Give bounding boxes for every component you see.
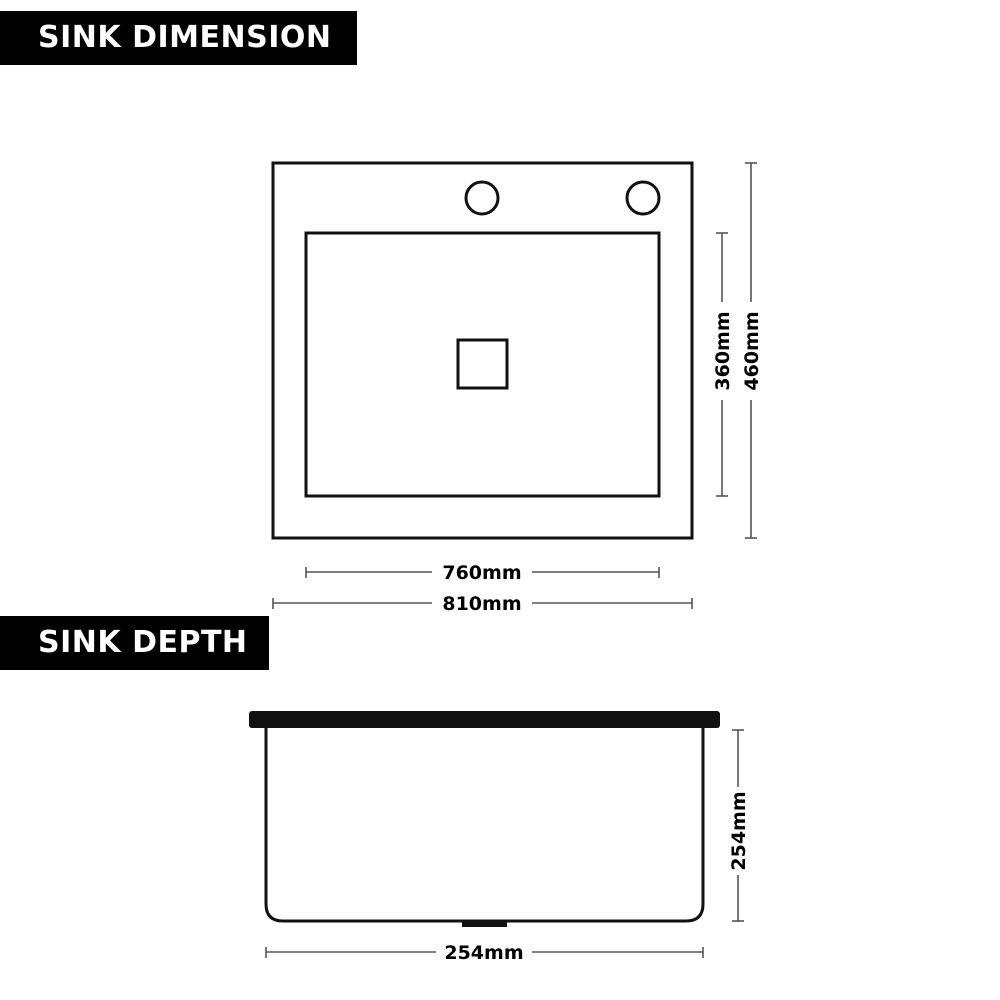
depth-height-label: 254mm (728, 791, 750, 870)
sink-bowl-outline (304, 231, 661, 498)
overall-width-dimension: 810mm (272, 593, 693, 615)
sink-dimension-banner: SINK DIMENSION (0, 11, 357, 65)
sink-depth-banner: SINK DEPTH (0, 616, 269, 670)
faucet-hole-right-icon (625, 180, 661, 216)
sink-outer-outline (271, 161, 694, 540)
overall-length-label: 460mm (741, 311, 763, 390)
overall-length-dimension: 460mm (741, 162, 763, 539)
depth-height-dimension: 254mm (728, 729, 750, 922)
bowl-length-label: 360mm (712, 311, 734, 390)
sink-basin-profile (264, 728, 705, 923)
drain-square-icon (456, 338, 509, 390)
sink-dimension-title: SINK DIMENSION (38, 20, 332, 55)
depth-width-label: 254mm (444, 942, 523, 964)
faucet-hole-left-icon (464, 180, 500, 216)
overall-width-label: 810mm (442, 593, 521, 615)
depth-width-dimension: 254mm (265, 942, 704, 964)
sink-depth-title: SINK DEPTH (38, 625, 248, 660)
sink-rim (249, 711, 720, 728)
bowl-length-dimension: 360mm (712, 232, 734, 497)
sink-top-view (271, 161, 694, 540)
bowl-width-dimension: 760mm (305, 562, 660, 584)
sink-side-view (249, 711, 720, 927)
bowl-width-label: 760mm (442, 562, 521, 584)
drain-outlet (462, 921, 507, 927)
